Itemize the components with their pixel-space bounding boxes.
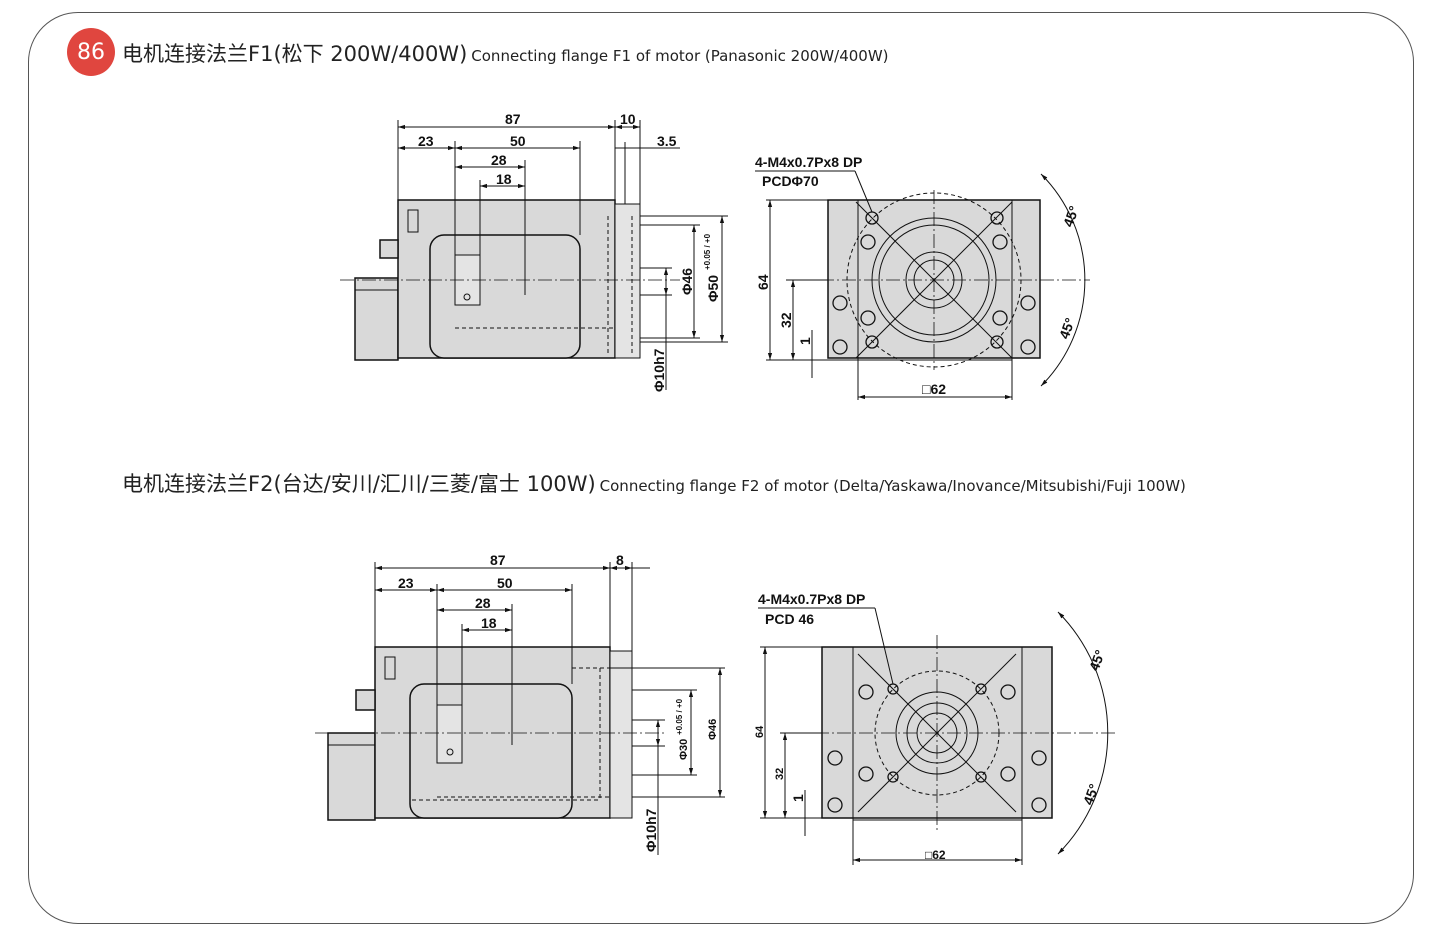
dim-87: 87 [505, 111, 521, 127]
dim-phi50-tol: +0.05 / +0 [703, 233, 712, 270]
dim-18: 18 [481, 615, 497, 631]
dim-phi46: Φ46 [679, 268, 695, 295]
angle-45-bottom: 45° [1080, 782, 1102, 807]
dim-28: 28 [491, 152, 507, 168]
pcd-spec: PCDΦ70 [762, 173, 819, 189]
dim-23: 23 [418, 133, 434, 149]
section1-title: 电机连接法兰F1(松下 200W/400W)Connecting flange … [122, 38, 889, 68]
dim-sq62: □62 [922, 381, 946, 397]
dim-8: 8 [616, 552, 624, 568]
thread-spec: 4-M4x0.7Px8 DP [755, 154, 862, 170]
dim-phi10h7: Φ10h7 [643, 808, 659, 852]
dim-1: 1 [797, 337, 813, 345]
section-number-badge: 86 [67, 28, 115, 76]
dim-1: 1 [790, 794, 806, 802]
section1-title-en: Connecting flange F1 of motor (Panasonic… [471, 47, 889, 65]
f1-side-view: 87 10 3.5 23 50 28 18 Φ46 Φ50 +0.05 / +0… [340, 111, 728, 392]
angle-45-top: 45° [1060, 204, 1082, 229]
dim-3-5: 3.5 [657, 133, 677, 149]
f1-front-view: 4-M4x0.7Px8 DP PCDΦ70 64 32 1 □62 45° 45… [755, 154, 1090, 400]
section2-title-en: Connecting flange F2 of motor (Delta/Yas… [599, 477, 1186, 495]
section2-title-cn: 电机连接法兰F2(台达/安川/汇川/三菱/富士 100W) [122, 472, 596, 496]
dim-32: 32 [774, 768, 786, 780]
dim-64: 64 [754, 725, 766, 738]
dim-18: 18 [496, 171, 512, 187]
dim-sq62: □62 [925, 848, 946, 862]
dim-23: 23 [398, 575, 414, 591]
dim-50: 50 [497, 575, 513, 591]
pcd-spec: PCD 46 [765, 611, 814, 627]
f2-front-view: 4-M4x0.7Px8 DP PCD 46 64 32 1 □62 45° 45… [754, 591, 1115, 865]
section2-title: 电机连接法兰F2(台达/安川/汇川/三菱/富士 100W)Connecting … [122, 468, 1186, 498]
page-frame [28, 12, 1414, 924]
dim-phi30-tol: +0.05 / +0 [675, 698, 684, 735]
dim-32: 32 [778, 312, 794, 328]
angle-45-top: 45° [1086, 648, 1108, 673]
dim-phi46: Φ46 [707, 719, 719, 740]
dim-phi10h7: Φ10h7 [651, 348, 667, 392]
thread-spec: 4-M4x0.7Px8 DP [758, 591, 865, 607]
dim-phi30: Φ30 [678, 739, 690, 760]
f2-side-view: 87 8 23 50 28 18 Φ30 +0.05 / +0 Φ46 Φ10h… [315, 552, 725, 855]
dim-10: 10 [620, 111, 636, 127]
section1-title-cn: 电机连接法兰F1(松下 200W/400W) [122, 42, 468, 66]
dim-87: 87 [490, 552, 506, 568]
dim-phi50: Φ50 [705, 275, 721, 302]
angle-45-bottom: 45° [1056, 316, 1078, 341]
dim-50: 50 [510, 133, 526, 149]
dim-28: 28 [475, 595, 491, 611]
dim-64: 64 [755, 274, 771, 290]
